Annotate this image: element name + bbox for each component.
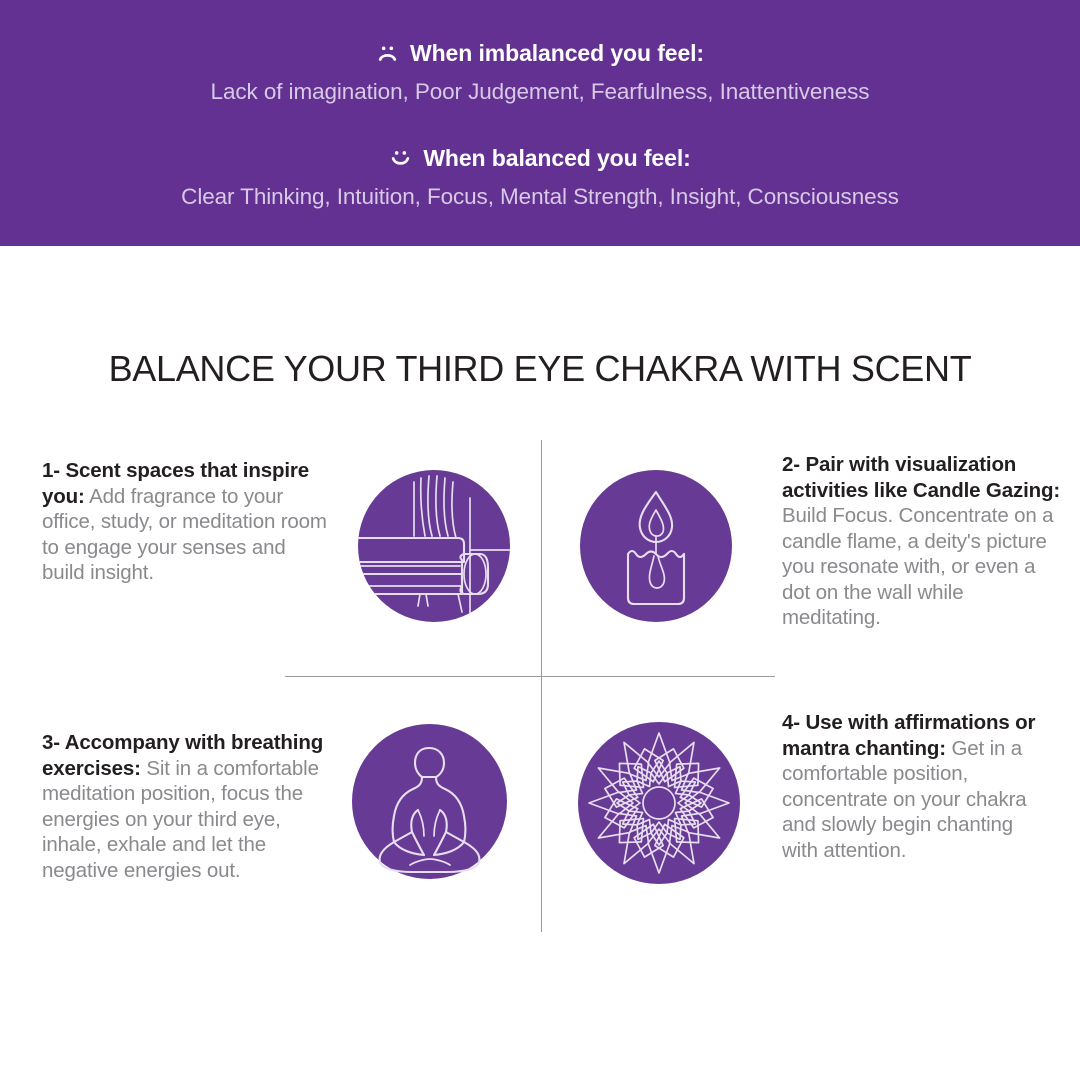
sofa-curtains-icon bbox=[358, 475, 510, 622]
tip-1-body: Add fragrance to your office, study, or … bbox=[42, 484, 327, 585]
tip-2-icon-circle bbox=[580, 470, 732, 622]
tip-4-icon-circle bbox=[578, 722, 740, 884]
balanced-heading-text: When balanced you feel: bbox=[423, 145, 691, 171]
tip-1-lead: 1- Scent spaces that inspire you: bbox=[42, 459, 309, 508]
frowning-face-icon bbox=[378, 46, 397, 61]
imbalanced-heading-text: When imbalanced you feel: bbox=[410, 40, 704, 66]
tip-3-paragraph: 3- Accompany with breathing exercises: S… bbox=[42, 730, 332, 883]
tip-3-text-block: 3- Accompany with breathing exercises: S… bbox=[42, 730, 332, 883]
imbalanced-heading-row: When imbalanced you feel: bbox=[0, 40, 1080, 67]
tip-3-lead: 3- Accompany with breathing exercises: bbox=[42, 731, 324, 780]
tip-2-body: Build Focus. Concentrate on a candle fla… bbox=[782, 504, 1054, 629]
imbalanced-feelings-list: Lack of imagination, Poor Judgement, Fea… bbox=[210, 79, 870, 104]
meditating-person-icon bbox=[378, 746, 481, 874]
tip-4-text-block: 4- Use with affirmations or mantra chant… bbox=[782, 710, 1054, 863]
balanced-heading-row: When balanced you feel: bbox=[0, 145, 1080, 172]
tip-4-paragraph: 4- Use with affirmations or mantra chant… bbox=[782, 710, 1054, 863]
tip-3-body: Sit in a comfortable meditation position… bbox=[42, 756, 319, 882]
tip-4-body: Get in a comfortable position, concentra… bbox=[782, 736, 1027, 862]
tip-3-icon-circle bbox=[352, 724, 507, 879]
tip-4-lead: 4- Use with affirmations or mantra chant… bbox=[782, 711, 1036, 760]
tip-2-text-block: 2- Pair with visualization activities li… bbox=[782, 452, 1062, 631]
horizontal-divider bbox=[285, 676, 775, 677]
lit-candle-icon bbox=[626, 490, 686, 606]
chakra-feelings-header: When imbalanced you feel: Lack of imagin… bbox=[0, 0, 1080, 246]
mandala-lotus-icon bbox=[588, 732, 730, 874]
tip-1-icon-circle bbox=[358, 470, 510, 622]
imbalanced-block: When imbalanced you feel: Lack of imagin… bbox=[0, 40, 1080, 105]
balanced-block: When balanced you feel: Clear Thinking, … bbox=[0, 145, 1080, 210]
smiling-face-icon bbox=[392, 151, 410, 165]
tip-2-paragraph: 2- Pair with visualization activities li… bbox=[782, 452, 1062, 631]
page-title: BALANCE YOUR THIRD EYE CHAKRA WITH SCENT bbox=[108, 348, 972, 389]
vertical-divider bbox=[541, 440, 542, 932]
balanced-feelings-list: Clear Thinking, Intuition, Focus, Mental… bbox=[181, 184, 899, 209]
tip-2-lead: 2- Pair with visualization activities li… bbox=[782, 453, 1061, 502]
tip-1-text-block: 1- Scent spaces that inspire you: Add fr… bbox=[42, 458, 332, 586]
tip-1-paragraph: 1- Scent spaces that inspire you: Add fr… bbox=[42, 458, 332, 586]
